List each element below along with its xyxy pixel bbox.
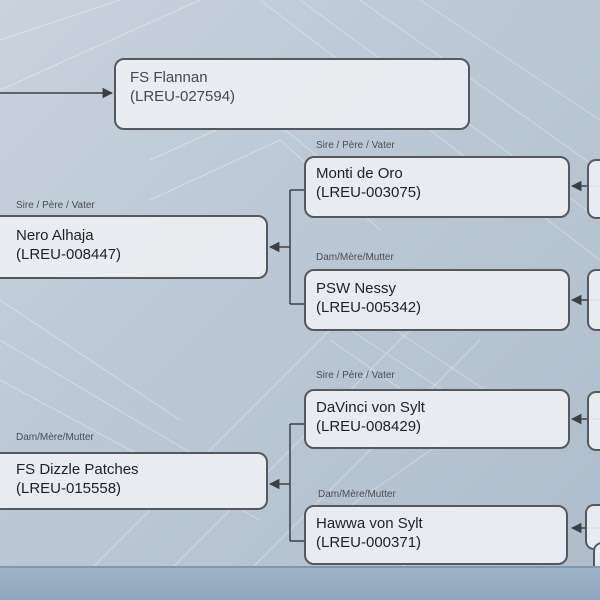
subject-registration: (LREU-027594) [130, 88, 236, 105]
sire-dam-card: PSW Nessy (LREU-005342) [304, 269, 570, 331]
sire-dam-label: Dam/Mère/Mutter [316, 252, 394, 263]
sire-label: Sire / Père / Vater [16, 200, 95, 211]
dam-sire-registration: (LREU-008429) [316, 418, 422, 435]
sire-name: Nero Alhaja [16, 227, 94, 244]
sire-sire-name: Monti de Oro [316, 165, 403, 182]
dam-dam-card: Hawwa von Sylt (LREU-000371) [304, 505, 568, 565]
dam-sire-name: DaVinci von Sylt [316, 399, 425, 416]
dam-dam-registration: (LREU-000371) [316, 534, 422, 551]
sire-sire-card: Monti de Oro (LREU-003075) [304, 156, 570, 218]
certificate-bottom-edge [0, 566, 600, 568]
sire-dam-registration: (LREU-005342) [316, 299, 422, 316]
sire-sire-registration: (LREU-003075) [316, 184, 422, 201]
dam-registration: (LREU-015558) [16, 480, 122, 497]
sire-sire-label: Sire / Père / Vater [316, 140, 395, 151]
dam-sire-label: Sire / Père / Vater [316, 370, 395, 381]
sire-registration: (LREU-008447) [16, 246, 122, 263]
subject-card: FS Flannan (LREU-027594) [114, 58, 470, 130]
dam-sire-card: DaVinci von Sylt (LREU-008429) [304, 389, 570, 449]
sire-dam-name: PSW Nessy [316, 280, 397, 297]
subject-name: FS Flannan [130, 69, 208, 86]
certificate-bottom-band [0, 566, 600, 600]
dam-card: FS Dizzle Patches (LREU-015558) [0, 452, 268, 510]
dam-name: FS Dizzle Patches [16, 461, 139, 478]
dam-label: Dam/Mère/Mutter [16, 432, 94, 443]
dam-dam-label: Dam/Mère/Mutter [318, 489, 396, 500]
sire-card: Nero Alhaja (LREU-008447) [0, 215, 268, 279]
dam-dam-name: Hawwa von Sylt [316, 515, 423, 532]
